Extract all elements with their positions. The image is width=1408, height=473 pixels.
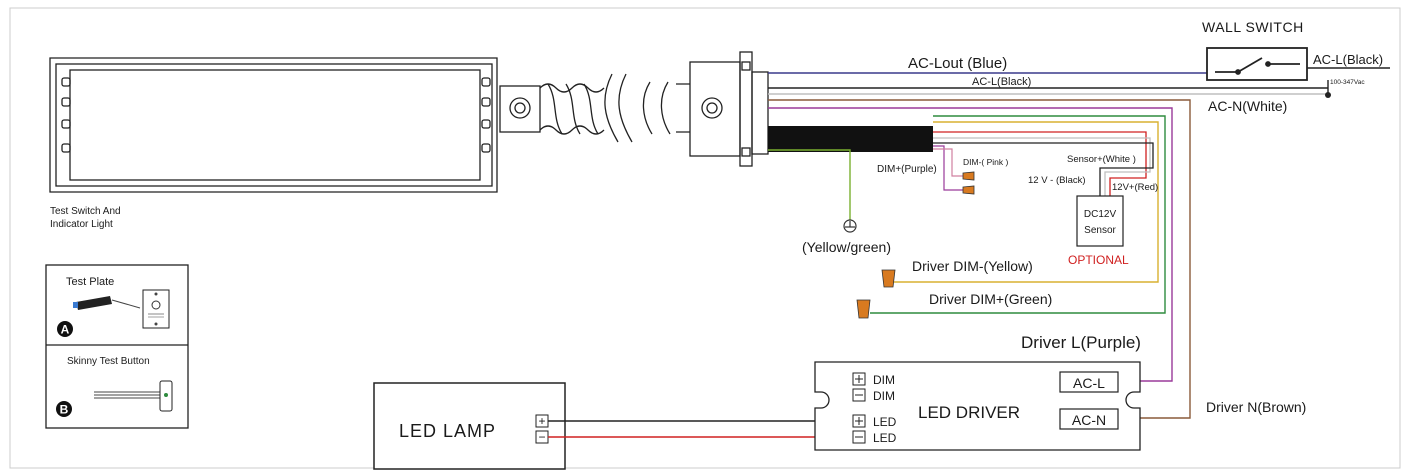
skinny-test-button-label: Skinny Test Button	[67, 356, 150, 367]
test-switch-label-line2: Indicator Light	[50, 219, 113, 230]
wire-yellow-dim	[890, 121, 1159, 283]
marker-a-icon: A	[57, 321, 73, 337]
wire-purple-driver	[768, 107, 1173, 382]
label-12v-minus-black: 12 V - (Black)	[1028, 175, 1086, 186]
test-plate-icon	[73, 289, 170, 329]
svg-text:DIM: DIM	[873, 373, 895, 387]
label-ac-l-black: AC-L(Black)	[972, 76, 1031, 88]
wire-yellow-green-ground	[768, 149, 851, 220]
test-switch-label-line1: Test Switch And	[50, 206, 121, 217]
label-12v-plus-red: 12V+(Red)	[1112, 182, 1158, 193]
skinny-test-button-icon	[94, 380, 173, 412]
label-sensor-plus-white: Sensor+(White )	[1067, 154, 1136, 165]
wire-nut-icon	[881, 269, 896, 288]
switch-ac-l-label: AC-L(Black)	[1313, 52, 1383, 67]
wire-brown	[768, 99, 1191, 419]
svg-text:AC-N: AC-N	[1072, 412, 1106, 428]
wire-purple-dim	[933, 145, 964, 191]
driver-dim-plus-terminal: DIM	[852, 372, 895, 387]
led-driver-label: LED DRIVER	[918, 403, 1020, 422]
wire-nut-icon	[962, 185, 975, 195]
ground-icon	[843, 219, 857, 233]
fixture-housing	[49, 51, 769, 193]
svg-text:LED: LED	[873, 415, 897, 429]
dc12v-sensor-box	[1076, 195, 1124, 247]
wall-switch-label: WALL SWITCH	[1202, 19, 1304, 35]
svg-text:DIM: DIM	[873, 389, 895, 403]
label-dim-minus-pink: DIM-( Pink )	[963, 157, 1009, 167]
wire-white-sensor	[933, 137, 1151, 196]
label-driver-n-brown: Driver N(Brown)	[1206, 399, 1306, 415]
svg-text:+: +	[538, 414, 545, 428]
optional-label: OPTIONAL	[1068, 253, 1129, 267]
led-lamp-box	[373, 382, 566, 470]
wire-nut-icon	[856, 299, 871, 319]
diagram-frame	[9, 7, 1401, 469]
svg-text:B: B	[60, 403, 69, 417]
label-driver-l-purple: Driver L(Purple)	[1021, 333, 1141, 352]
led-driver-box	[814, 361, 1141, 451]
marker-b-icon: B	[56, 401, 72, 417]
driver-led-minus-terminal: LED	[852, 430, 897, 445]
lamp-plus-terminal: +	[535, 414, 549, 428]
driver-ac-n-terminal: AC-N	[1059, 408, 1119, 430]
svg-text:LED: LED	[873, 431, 897, 445]
label-ac-lout-blue: AC-Lout (Blue)	[908, 55, 1007, 72]
label-dim-plus-purple: DIM+(Purple)	[877, 164, 937, 175]
lamp-minus-terminal: −	[535, 430, 549, 444]
wall-switch-icon	[1206, 47, 1308, 81]
test-plate-label: Test Plate	[66, 276, 114, 288]
svg-text:A: A	[61, 323, 70, 337]
label-yellow-green: (Yellow/green)	[802, 239, 891, 255]
wire-black-sensor	[933, 142, 1154, 196]
wire-bundle	[768, 126, 933, 152]
sensor-label-line1: DC12V	[1084, 209, 1117, 220]
wire-nut-icon	[962, 171, 975, 181]
label-ac-n-white: AC-N(White)	[1208, 98, 1287, 114]
led-lamp-label: LED LAMP	[399, 421, 496, 441]
voltage-label: 100-347Vac	[1330, 79, 1365, 86]
sensor-label-line2: Sensor	[1084, 225, 1116, 236]
label-driver-dim-minus: Driver DIM-(Yellow)	[912, 258, 1033, 274]
driver-dim-minus-terminal: DIM	[852, 388, 895, 403]
wire-red-sensor	[933, 131, 1147, 196]
junction-dot	[1325, 92, 1331, 98]
svg-text:−: −	[538, 430, 545, 444]
driver-led-plus-terminal: LED	[852, 414, 897, 429]
wire-pink-dim	[933, 148, 964, 177]
driver-ac-l-terminal: AC-L	[1059, 371, 1119, 393]
wire-green-dim	[870, 115, 1166, 314]
svg-text:AC-L: AC-L	[1073, 375, 1105, 391]
label-driver-dim-plus: Driver DIM+(Green)	[929, 291, 1052, 307]
